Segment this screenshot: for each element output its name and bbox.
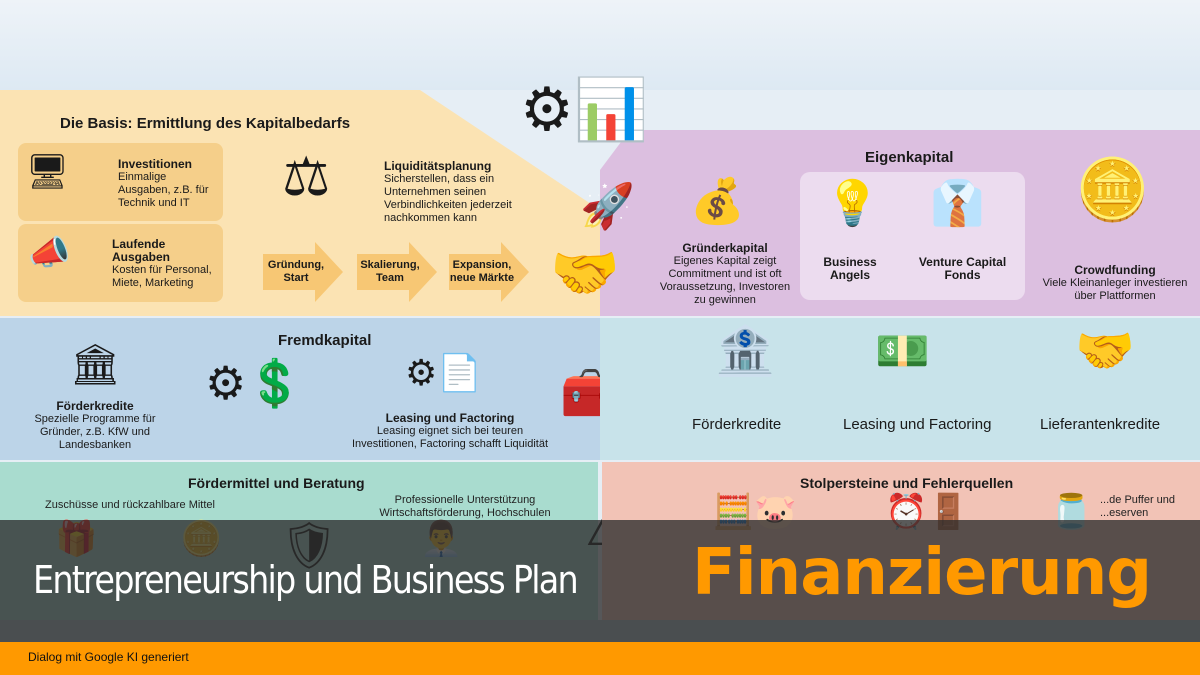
gear-document-icon: ⚙📄 — [405, 352, 483, 393]
footer: Dialog mit Google KI generiert — [0, 642, 1200, 675]
contract-handshake-icon: 🤝 — [1075, 325, 1135, 378]
gear-money-icon: 💵 — [875, 327, 930, 376]
beratung-sub: Wirtschaftsförderung, Hochschulen — [379, 507, 551, 519]
section-fremdkapital — [0, 318, 600, 460]
coins-lock-icon: 💰 — [690, 177, 745, 226]
fremdkapital-title: Fremdkapital — [278, 332, 372, 349]
stolper-title: Stolpersteine und Fehlerquellen — [800, 475, 1014, 491]
title-overlay — [0, 520, 1200, 620]
investor-icon: 👔 — [930, 179, 985, 228]
rocket-icon: 🚀 — [580, 182, 635, 231]
leasing-label: Leasing und Factoring — [843, 416, 992, 433]
computer-icon: 🖥 — [26, 153, 70, 191]
handshake-icon: 🤝 — [550, 241, 620, 304]
beratung-text: Professionelle Unterstützung — [394, 494, 536, 506]
divider-band — [0, 620, 1200, 642]
business-angels-label: Business Angels — [823, 255, 877, 282]
seesaw-gear-coin-icon: ⚙💲 — [205, 357, 304, 409]
topic-title: Finanzierung — [692, 536, 1152, 610]
foerdermittel-title: Fördermittel und Beratung — [188, 475, 365, 491]
megaphone-icon: 📣 — [28, 234, 71, 272]
course-title: Entrepreneurship und Business Plan — [33, 558, 579, 602]
section-fremdkapital-right — [600, 318, 1200, 460]
vc-label: Venture Capital Fonds — [918, 255, 1007, 282]
footer-text: Dialog mit Google KI generiert — [28, 650, 189, 664]
bank-icon: 🏦 — [715, 325, 775, 378]
basis-title: Die Basis: Ermittlung des Kapitalbedarfs — [60, 115, 351, 132]
laufend-card — [18, 224, 223, 302]
reserven-text: ...eserven — [1100, 507, 1149, 519]
lieferantenkredite-label: Lieferantenkredite — [1040, 416, 1161, 433]
investor-card — [800, 172, 1025, 300]
crowd-network-icon: 🪙 — [1075, 156, 1150, 223]
zuschuesse-text: Zuschüsse und rückzahlbare Mittel — [45, 499, 215, 511]
gears-chart-icon: ⚙📊 — [520, 76, 649, 143]
bank-check-icon: 🏛 — [70, 343, 121, 387]
angel-lightbulb-icon: 💡 — [825, 179, 880, 228]
investitionen-card — [18, 143, 223, 221]
foerderkredite-label: Förderkredite — [692, 416, 782, 433]
sky-background — [0, 0, 1200, 90]
puffer-text: ...de Puffer und — [1100, 494, 1176, 506]
scale-icon: ⚖ — [282, 147, 331, 207]
eigenkapital-title: Eigenkapital — [865, 149, 954, 166]
